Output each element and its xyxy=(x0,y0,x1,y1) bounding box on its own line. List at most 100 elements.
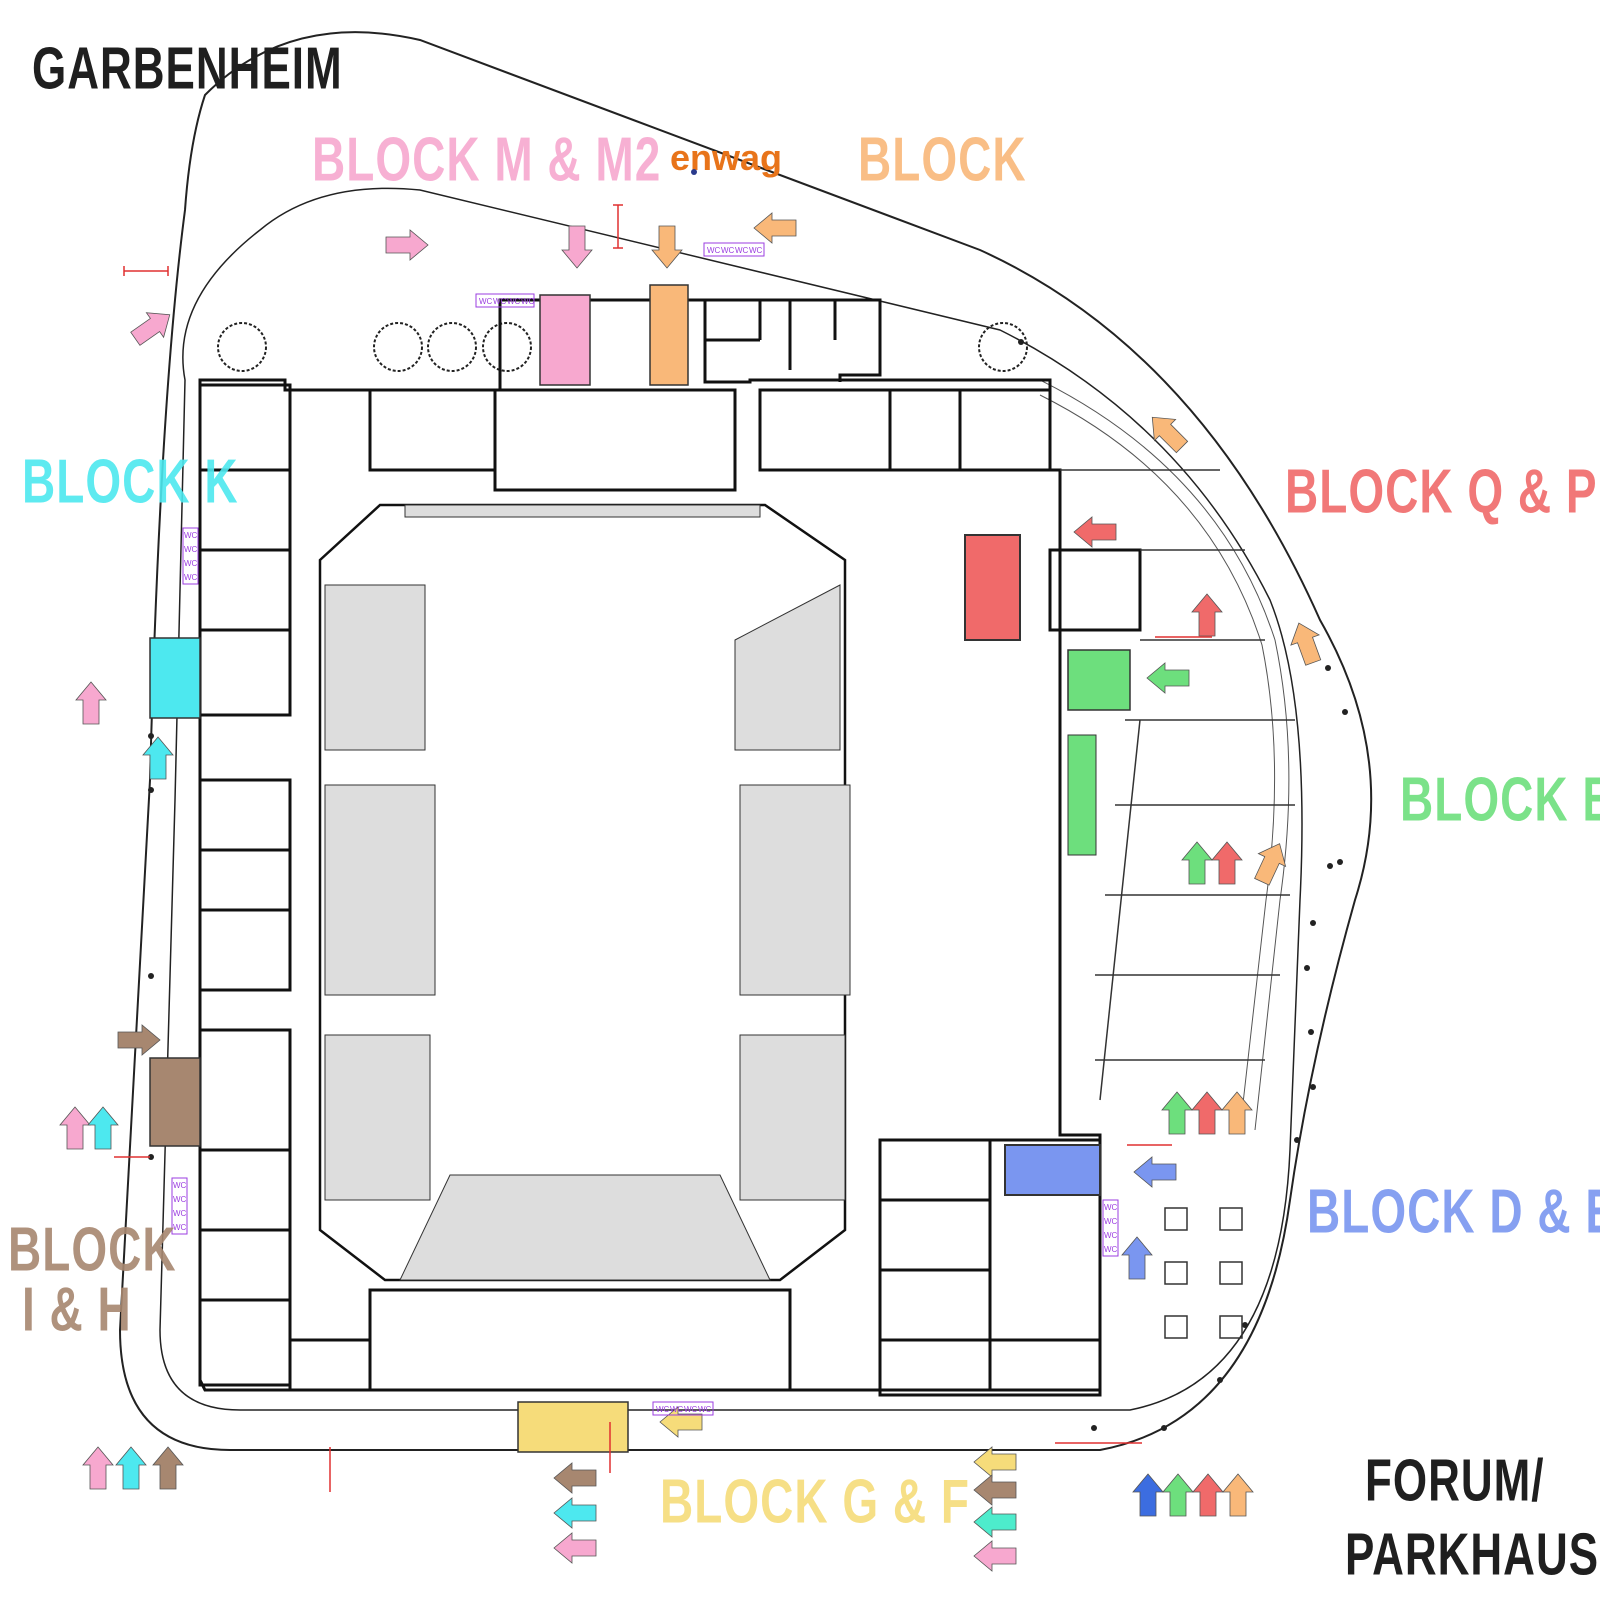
arrow-left-blue xyxy=(1133,1156,1177,1188)
label-block-de: BLOCK D & E xyxy=(1307,1175,1600,1247)
entrance-b-green[interactable] xyxy=(1067,649,1131,711)
arrow-up-green-3 xyxy=(1162,1473,1194,1517)
arrow-up-pink-3 xyxy=(82,1446,114,1490)
label-block-qp: BLOCK Q & P xyxy=(1285,455,1598,527)
wc-label: WC xyxy=(684,1405,698,1414)
place-parkhaus: PARKHAUS xyxy=(1345,1521,1600,1589)
arrow-left-brown-2 xyxy=(973,1474,1017,1506)
arrow-up-cyan-3 xyxy=(115,1446,147,1490)
stair-b-green[interactable] xyxy=(1067,734,1097,856)
outer-road-line xyxy=(118,31,1373,1451)
wc-group-north-2: WC WC WC WC xyxy=(703,242,765,257)
wc-label: WC xyxy=(707,246,721,255)
wc-label: WC xyxy=(184,573,198,582)
road-bollards xyxy=(148,339,1348,1431)
wc-label: WC xyxy=(749,246,763,255)
arrow-up-green-2 xyxy=(1161,1091,1193,1135)
wc-group-west: WC WC WC WC xyxy=(182,527,199,585)
arrow-left-yellow-2 xyxy=(973,1446,1017,1478)
arrow-up-brown xyxy=(152,1446,184,1490)
wc-label: WC xyxy=(521,297,535,306)
arrow-up-orange-3 xyxy=(1221,1091,1253,1135)
arrow-left-green xyxy=(1146,662,1190,694)
wc-group-east: WC WC WC WC xyxy=(1102,1199,1119,1257)
direction-arrows xyxy=(59,212,1328,1572)
wc-label: WC xyxy=(1104,1203,1118,1212)
arrow-up-cyan xyxy=(142,736,174,780)
trees xyxy=(217,322,1028,372)
arrow-up-red-3 xyxy=(1191,1091,1223,1135)
building xyxy=(198,298,1142,1397)
wc-label: WC xyxy=(173,1223,187,1232)
arrow-up-orange-1 xyxy=(1284,617,1328,669)
arrow-up-green-1 xyxy=(1181,841,1213,885)
wc-label: WC xyxy=(479,297,493,306)
arrow-up-pink xyxy=(75,681,107,725)
label-block-ih-1: BLOCK xyxy=(8,1213,177,1285)
arrow-down-pink xyxy=(561,225,593,269)
arrow-left-brown xyxy=(553,1462,597,1494)
barrier-markers xyxy=(114,204,1212,1492)
arrow-up-pink-2 xyxy=(59,1106,91,1150)
wc-label: WC xyxy=(698,1405,712,1414)
arrow-up-red-4 xyxy=(1192,1473,1224,1517)
wc-label: WC xyxy=(1104,1217,1118,1226)
rail-line-2 xyxy=(1039,394,1276,1131)
wc-label: WC xyxy=(184,531,198,540)
arrow-nw-orange xyxy=(1141,406,1194,459)
arrow-left-pink xyxy=(553,1532,597,1564)
entrance-k-cyan[interactable] xyxy=(149,637,201,719)
arrow-left-teal xyxy=(973,1506,1017,1538)
label-block-gf: BLOCK G & F xyxy=(660,1465,970,1537)
arrow-right-pink xyxy=(385,229,429,261)
label-block-enwag: BLOCK xyxy=(858,123,1027,195)
arrow-left-pink-2 xyxy=(973,1540,1017,1572)
arrow-up-blue-2 xyxy=(1132,1473,1164,1517)
arrow-left-red xyxy=(1073,516,1117,548)
wc-markers: WC WC WC WC WC WC WC WC WC WC WC WC WC W… xyxy=(171,242,1119,1416)
arrow-up-red-2 xyxy=(1211,841,1243,885)
arrow-left-orange xyxy=(753,212,797,244)
wc-label: WC xyxy=(493,297,507,306)
wc-label: WC xyxy=(173,1181,187,1190)
wc-label: WC xyxy=(1104,1245,1118,1254)
arrow-up-red xyxy=(1191,593,1223,637)
arrow-up-orange-4 xyxy=(1222,1473,1254,1517)
wc-group-south: WC WC WC WC xyxy=(652,1401,714,1416)
wc-label: WC xyxy=(670,1405,684,1414)
entrance-m-pink[interactable] xyxy=(539,294,591,386)
label-block-b: BLOCK B xyxy=(1400,763,1600,835)
wc-group-west-2: WC WC WC WC xyxy=(171,1177,188,1235)
entrance-ih-brown[interactable] xyxy=(149,1057,201,1147)
entrance-de-blue[interactable] xyxy=(1004,1144,1101,1196)
entrance-gf-yellow[interactable] xyxy=(517,1401,629,1453)
wc-label: WC xyxy=(173,1195,187,1204)
enwag-logo: enwag xyxy=(670,137,782,178)
wc-label: WC xyxy=(721,246,735,255)
wc-label: WC xyxy=(184,559,198,568)
parking-lines xyxy=(1060,469,1295,1101)
inner-road-line xyxy=(159,187,1303,1411)
arrow-up-blue xyxy=(1121,1236,1153,1280)
enwag-logo-text: enwag xyxy=(670,137,782,178)
arrow-up-cyan-2 xyxy=(87,1106,119,1150)
place-forum: FORUM/ xyxy=(1365,1447,1545,1515)
rail-line xyxy=(1039,379,1290,1131)
place-garbenheim: GARBENHEIM xyxy=(32,35,343,103)
seating-tiers xyxy=(324,504,851,1281)
arrow-left-cyan xyxy=(553,1497,597,1529)
wc-label: WC xyxy=(1104,1231,1118,1240)
entrance-qp-red[interactable] xyxy=(964,534,1021,641)
label-block-m: BLOCK M & M2 xyxy=(312,123,662,195)
entrance-enwag-orange[interactable] xyxy=(649,284,689,386)
wc-label: WC xyxy=(507,297,521,306)
label-block-k: BLOCK K xyxy=(22,445,239,517)
square-markers xyxy=(1164,1207,1243,1339)
wc-label: WC xyxy=(184,545,198,554)
wc-group-north-1: WC WC WC WC xyxy=(475,293,535,308)
wc-label: WC xyxy=(656,1405,670,1414)
label-block-ih-2: I & H xyxy=(22,1273,132,1345)
arrow-brown-turn xyxy=(117,1024,161,1056)
wc-label: WC xyxy=(735,246,749,255)
